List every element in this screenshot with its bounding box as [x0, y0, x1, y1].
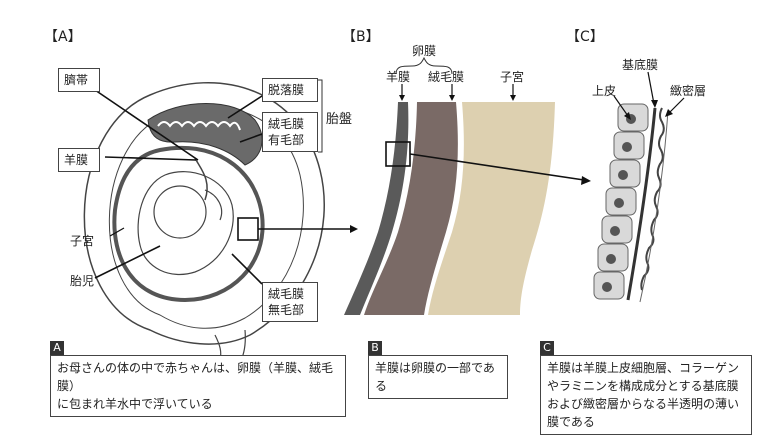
label-amnion-a: 羊膜 — [58, 148, 100, 172]
caption-tag-b: B — [368, 341, 382, 355]
label-decidua: 脱落膜 — [262, 78, 318, 102]
cell-nucleus — [610, 226, 620, 236]
label-chorion-b: 絨毛膜 — [428, 70, 465, 84]
arrow-compact — [667, 97, 685, 115]
pointer-laeve — [231, 253, 263, 285]
label-chorion-frondosum: 絨毛膜 有毛部 — [262, 112, 318, 152]
cell-nucleus — [614, 198, 624, 208]
caption-c: 羊膜は羊膜上皮細胞層、コラーゲン やラミニンを構成成分とする基底膜 および緻密層… — [540, 355, 752, 435]
layer-uterus — [428, 102, 555, 315]
cell-nucleus — [602, 282, 612, 292]
pointer-amnion-a — [104, 156, 197, 161]
caption-a: お母さんの体の中で赤ちゃんは、卵膜（羊膜、絨毛膜） に包まれ羊水中で浮いている — [50, 355, 346, 417]
label-chorion-laeve: 絨毛膜 無毛部 — [262, 282, 318, 322]
arrow-epithelium — [613, 95, 629, 117]
panel-c-title: 【C】 — [566, 29, 604, 45]
placenta-shape — [147, 103, 263, 166]
cell-nucleus — [606, 254, 616, 264]
compact-layer-outer — [639, 109, 669, 303]
label-umbilical-cord: 臍帯 — [58, 68, 100, 92]
pointer-uterus-a — [109, 227, 125, 237]
panel-b-illustration — [344, 56, 591, 315]
arrowhead-a-to-b — [350, 225, 358, 233]
caption-tag-a: A — [50, 341, 64, 355]
arrowhead-b-to-c — [581, 176, 591, 185]
layer-amnion — [344, 102, 409, 315]
label-fetal-membrane: 卵膜 — [412, 44, 437, 58]
pointer-fetus — [94, 245, 161, 279]
label-uterus-a: 子宮 — [70, 234, 95, 248]
label-placenta: 胎盤 — [326, 112, 353, 127]
pointer-frondosum — [239, 133, 263, 143]
panel-c-illustration — [593, 71, 685, 303]
arrowhead-epithelium — [624, 112, 631, 120]
layer-chorion — [364, 102, 458, 315]
arrowhead-amnion-b — [399, 95, 405, 101]
arrow-basement — [647, 71, 655, 105]
arrowhead-compact — [665, 109, 673, 117]
caption-tag-c: C — [540, 341, 554, 355]
label-compact-layer: 緻密層 — [670, 84, 707, 98]
fetus-limb — [204, 189, 223, 221]
label-epithelium: 上皮 — [592, 84, 617, 98]
cell-nucleus — [622, 142, 632, 152]
arrowhead-chorion-b — [449, 95, 455, 101]
arrowhead-uterus-b — [510, 95, 516, 101]
arrow-b-to-c — [409, 153, 585, 181]
basement-membrane-line — [626, 107, 657, 301]
fetus-head — [153, 185, 207, 239]
brace-fetal-membrane — [395, 56, 453, 75]
label-fetus: 胎児 — [70, 274, 95, 288]
label-basement-membrane: 基底膜 — [622, 58, 659, 72]
pointer-decidua — [227, 95, 263, 119]
label-uterus-b: 子宮 — [500, 70, 525, 84]
panel-a-title: 【A】 — [44, 29, 82, 45]
panel-b-title: 【B】 — [342, 29, 380, 45]
umbilical-cord — [194, 157, 208, 201]
arrowhead-basement — [651, 100, 658, 108]
compact-layer — [640, 107, 665, 291]
caption-b: 羊膜は卵膜の一部である — [368, 355, 508, 399]
placenta-bracket — [318, 79, 323, 153]
epithelial-cells — [593, 103, 649, 300]
cell-nucleus — [618, 170, 628, 180]
label-amnion-b: 羊膜 — [386, 70, 411, 84]
pointer-umbilical — [94, 89, 199, 161]
placenta-villi — [157, 121, 241, 131]
